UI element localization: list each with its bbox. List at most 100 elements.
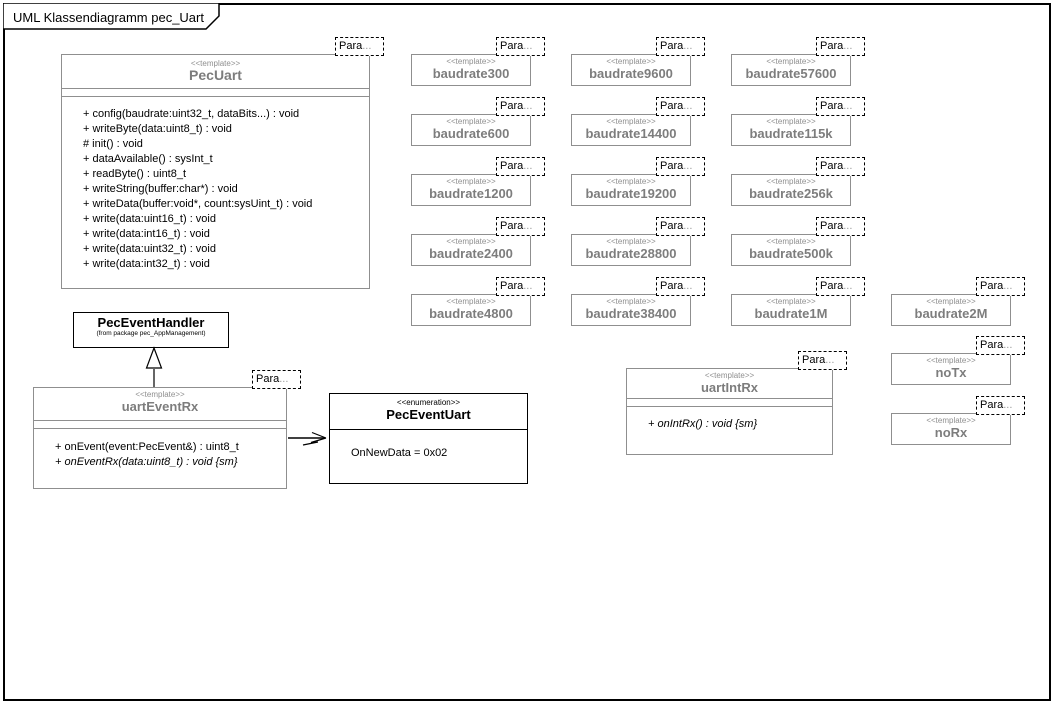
stereotype-label: <<template>> — [926, 356, 976, 365]
class-PecEventHandler[interactable]: PecEventHandler(from package pec_AppMana… — [73, 312, 229, 348]
class-baudrate14400[interactable]: <<template>>baudrate14400 — [571, 114, 691, 146]
stereotype-label: <<template>> — [606, 177, 656, 186]
class-baudrate115k[interactable]: <<template>>baudrate115k — [731, 114, 851, 146]
frame-title-tab-shape — [3, 3, 220, 30]
class-baudrate57600[interactable]: <<template>>baudrate57600 — [731, 54, 851, 86]
class-uartEventRx[interactable]: <<template>>uartEventRx+ onEvent(event:P… — [33, 387, 287, 489]
attributes-compartment-empty — [34, 420, 286, 428]
template-parameter-tag-uartEventRx[interactable]: Para... — [252, 370, 301, 389]
operations-compartment: + onEvent(event:PecEvent&) : uint8_t+ on… — [34, 428, 286, 470]
template-parameter-tag-baudrate256k[interactable]: Para... — [816, 157, 865, 176]
template-parameter-ellipsis: ... — [362, 40, 372, 52]
operation-item: + write(data:uint32_t) : void — [83, 243, 216, 255]
template-parameter-label: Para — [820, 160, 844, 172]
class-baudrate1200[interactable]: <<template>>baudrate1200 — [411, 174, 531, 206]
class-baudrate2400[interactable]: <<template>>baudrate2400 — [411, 234, 531, 266]
template-parameter-ellipsis: ... — [843, 220, 853, 232]
class-baudrate500k[interactable]: <<template>>baudrate500k — [731, 234, 851, 266]
class-baudrate1M[interactable]: <<template>>baudrate1M — [731, 294, 851, 326]
template-parameter-ellipsis: ... — [523, 40, 533, 52]
class-header: <<template>>baudrate300 — [412, 55, 530, 85]
class-name: baudrate2M — [914, 306, 988, 321]
template-parameter-tag-baudrate500k[interactable]: Para... — [816, 217, 865, 236]
class-noTx[interactable]: <<template>>noTx — [891, 353, 1011, 385]
template-parameter-label: Para — [980, 339, 1004, 351]
operation-item: + writeString(buffer:char*) : void — [83, 183, 238, 195]
template-parameter-ellipsis: ... — [825, 354, 835, 366]
stereotype-label: <<template>> — [766, 177, 816, 186]
template-parameter-label: Para — [500, 40, 524, 52]
template-parameter-ellipsis: ... — [523, 280, 533, 292]
generalization-triangle-icon — [145, 346, 163, 369]
operation-item: + writeData(buffer:void*, count:sysUint_… — [83, 198, 313, 210]
template-parameter-tag-baudrate1200[interactable]: Para... — [496, 157, 545, 176]
class-name: baudrate600 — [432, 126, 510, 141]
template-parameter-tag-baudrate19200[interactable]: Para... — [656, 157, 705, 176]
class-baudrate600[interactable]: <<template>>baudrate600 — [411, 114, 531, 146]
template-parameter-tag-baudrate300[interactable]: Para... — [496, 37, 545, 56]
class-header: <<template>>baudrate2M — [892, 295, 1010, 325]
template-parameter-label: Para — [802, 354, 826, 366]
class-name: baudrate19200 — [585, 186, 677, 201]
class-header: <<template>>noTx — [892, 354, 1010, 384]
directed-association-arrow[interactable] — [288, 431, 327, 446]
generalization-arrow[interactable] — [145, 346, 163, 387]
class-baudrate38400[interactable]: <<template>>baudrate38400 — [571, 294, 691, 326]
template-parameter-label: Para — [980, 399, 1004, 411]
operation-item: + config(baudrate:uint32_t, dataBits...)… — [83, 108, 300, 120]
class-baudrate2M[interactable]: <<template>>baudrate2M — [891, 294, 1011, 326]
operation-item: + readByte() : uint8_t — [83, 168, 187, 180]
template-parameter-label: Para — [660, 280, 684, 292]
template-parameter-tag-noTx[interactable]: Para... — [976, 336, 1025, 355]
template-parameter-label: Para — [820, 40, 844, 52]
stereotype-label: <<template>> — [606, 297, 656, 306]
class-header: <<enumeration>>PecEventUart — [330, 394, 527, 429]
class-baudrate300[interactable]: <<template>>baudrate300 — [411, 54, 531, 86]
template-parameter-tag-baudrate1M[interactable]: Para... — [816, 277, 865, 296]
operation-item: + write(data:int16_t) : void — [83, 228, 210, 240]
template-parameter-tag-baudrate28800[interactable]: Para... — [656, 217, 705, 236]
template-parameter-tag-noRx[interactable]: Para... — [976, 396, 1025, 415]
template-parameter-tag-baudrate57600[interactable]: Para... — [816, 37, 865, 56]
template-parameter-tag-baudrate38400[interactable]: Para... — [656, 277, 705, 296]
class-baudrate9600[interactable]: <<template>>baudrate9600 — [571, 54, 691, 86]
template-parameter-ellipsis: ... — [1003, 280, 1013, 292]
class-baudrate28800[interactable]: <<template>>baudrate28800 — [571, 234, 691, 266]
class-noRx[interactable]: <<template>>noRx — [891, 413, 1011, 445]
stereotype-label: <<template>> — [606, 237, 656, 246]
operation-item: + dataAvailable() : sysInt_t — [83, 153, 213, 165]
class-PecUart[interactable]: <<template>>PecUart+ config(baudrate:uin… — [61, 54, 370, 289]
class-name: baudrate1M — [754, 306, 828, 321]
template-parameter-tag-baudrate14400[interactable]: Para... — [656, 97, 705, 116]
class-header: <<template>>noRx — [892, 414, 1010, 444]
template-parameter-label: Para — [500, 100, 524, 112]
class-header: <<template>>baudrate600 — [412, 115, 530, 145]
stereotype-label: <<template>> — [926, 297, 976, 306]
template-parameter-tag-baudrate4800[interactable]: Para... — [496, 277, 545, 296]
operation-item: + onEventRx(data:uint8_t) : void {sm} — [55, 456, 238, 468]
template-parameter-tag-PecUart[interactable]: Para... — [335, 37, 384, 56]
template-parameter-label: Para — [660, 40, 684, 52]
template-parameter-tag-baudrate2M[interactable]: Para... — [976, 277, 1025, 296]
class-baudrate256k[interactable]: <<template>>baudrate256k — [731, 174, 851, 206]
stereotype-label: <<template>> — [135, 390, 185, 399]
class-baudrate4800[interactable]: <<template>>baudrate4800 — [411, 294, 531, 326]
operation-item: + write(data:int32_t) : void — [83, 258, 210, 270]
stereotype-label: <<template>> — [606, 117, 656, 126]
stereotype-label: <<template>> — [446, 297, 496, 306]
operations-compartment: + onIntRx() : void {sm} — [627, 406, 832, 432]
class-name: baudrate115k — [749, 126, 833, 141]
stereotype-label: <<template>> — [606, 57, 656, 66]
template-parameter-ellipsis: ... — [843, 280, 853, 292]
template-parameter-ellipsis: ... — [683, 160, 693, 172]
template-parameter-tag-baudrate2400[interactable]: Para... — [496, 217, 545, 236]
class-uartIntRx[interactable]: <<template>>uartIntRx+ onIntRx() : void … — [626, 368, 833, 455]
template-parameter-tag-baudrate115k[interactable]: Para... — [816, 97, 865, 116]
template-parameter-tag-baudrate9600[interactable]: Para... — [656, 37, 705, 56]
class-baudrate19200[interactable]: <<template>>baudrate19200 — [571, 174, 691, 206]
class-header: <<template>>baudrate1200 — [412, 175, 530, 205]
template-parameter-tag-uartIntRx[interactable]: Para... — [798, 351, 847, 370]
template-parameter-tag-baudrate600[interactable]: Para... — [496, 97, 545, 116]
